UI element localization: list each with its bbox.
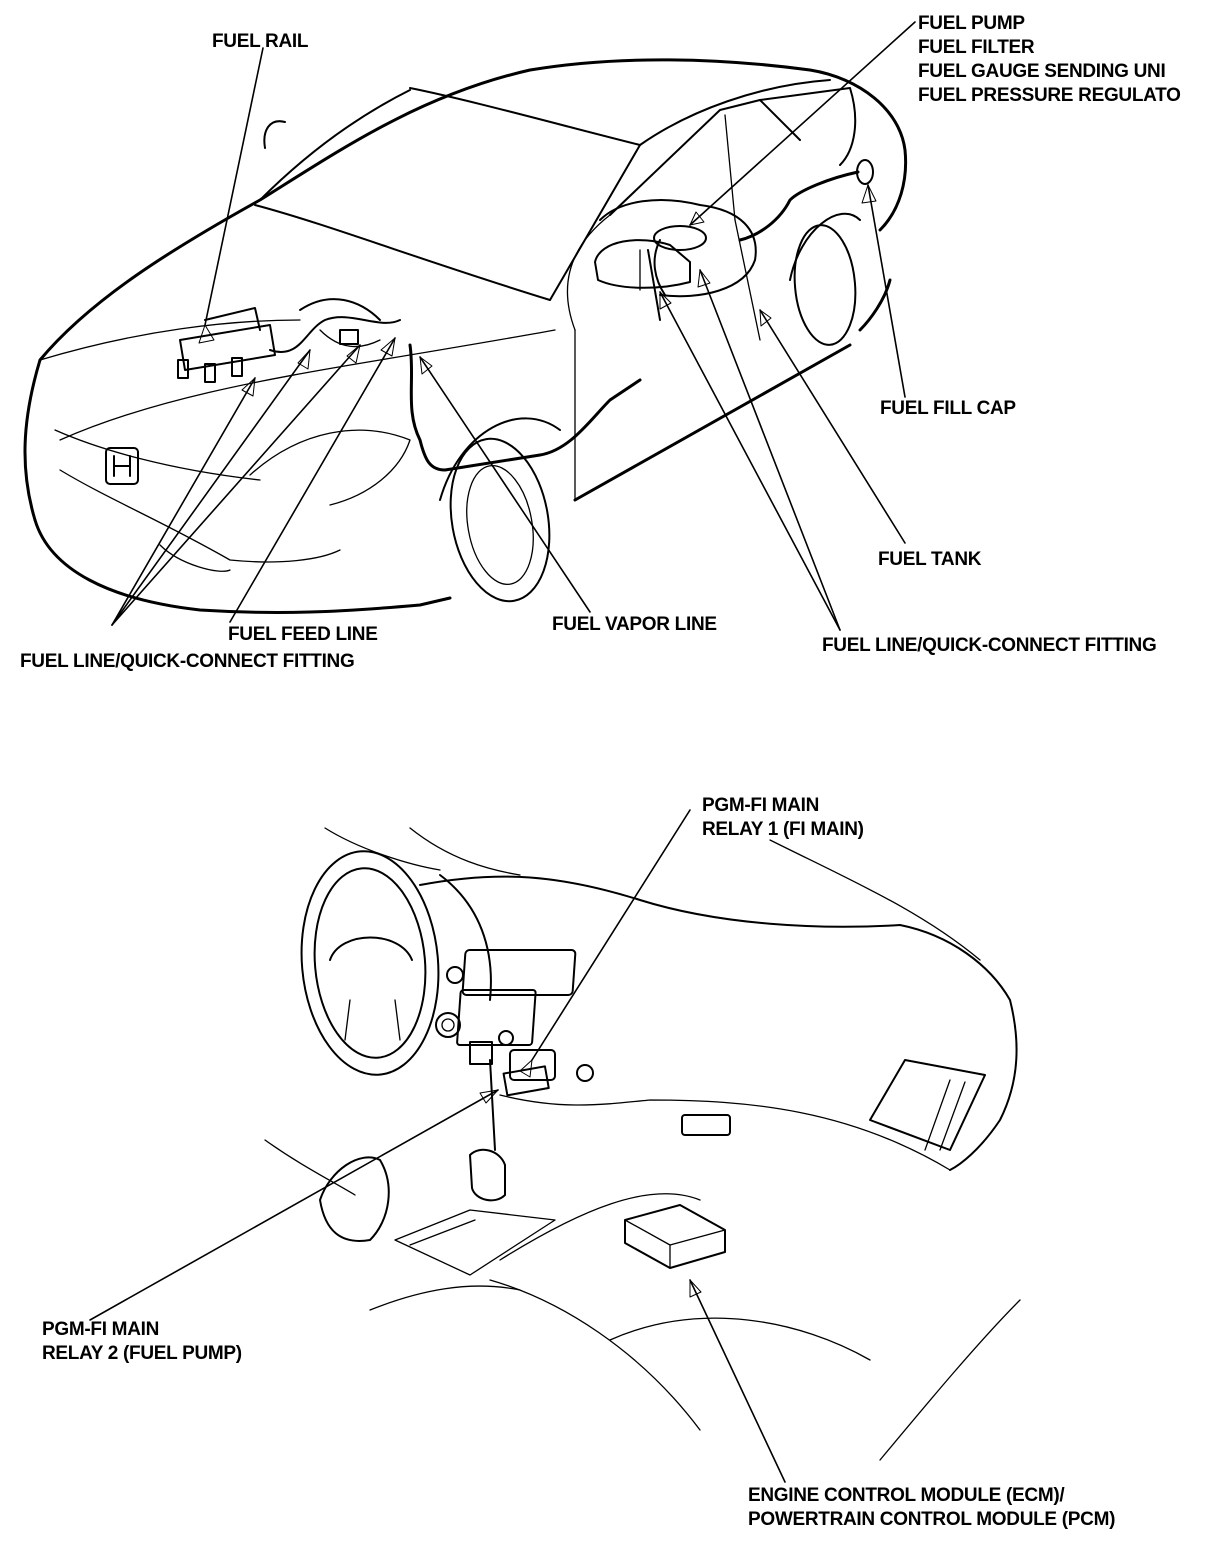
label-fuel-vapor-line: FUEL VAPOR LINE: [552, 614, 717, 635]
fuel-system: [177, 170, 860, 472]
label-pump-group: FUEL PUMP FUEL FILTER FUEL GAUGE SENDING…: [918, 12, 1181, 108]
label-fuel-line-quick-connect-right: FUEL LINE/QUICK-CONNECT FITTING: [822, 635, 1157, 656]
label-relay-2-line1: PGM-FI MAIN: [42, 1319, 160, 1340]
label-fuel-filter: FUEL FILTER: [918, 37, 1035, 58]
car-illustration: [23, 58, 908, 614]
label-fuel-tank: FUEL TANK: [878, 549, 982, 570]
leader-arrowheads: [198, 184, 877, 1298]
label-relay-1-line2: RELAY 1 (FI MAIN): [702, 819, 864, 840]
dashboard-illustration: [264, 827, 1021, 1461]
label-relay-2-line2: RELAY 2 (FUEL PUMP): [42, 1343, 242, 1364]
label-fuel-line-quick-connect-left: FUEL LINE/QUICK-CONNECT FITTING: [20, 651, 355, 672]
label-fuel-pump: FUEL PUMP: [918, 13, 1025, 34]
label-fuel-gauge-sending-unit: FUEL GAUGE SENDING UNI: [918, 61, 1166, 82]
label-fuel-pressure-regulator: FUEL PRESSURE REGULATO: [918, 85, 1181, 106]
label-relay-1: PGM-FI MAIN RELAY 1 (FI MAIN): [702, 794, 864, 842]
leader-lines: [89, 21, 916, 1483]
label-fuel-rail: FUEL RAIL: [212, 31, 309, 52]
label-relay-2: PGM-FI MAIN RELAY 2 (FUEL PUMP): [42, 1318, 242, 1366]
label-relay-1-line1: PGM-FI MAIN: [702, 795, 820, 816]
label-fuel-feed-line: FUEL FEED LINE: [228, 624, 378, 645]
label-ecm-line2: POWERTRAIN CONTROL MODULE (PCM): [748, 1509, 1116, 1530]
label-ecm-pcm: ENGINE CONTROL MODULE (ECM)/ POWERTRAIN …: [748, 1484, 1115, 1532]
label-fuel-fill-cap: FUEL FILL CAP: [880, 398, 1016, 419]
label-ecm-line1: ENGINE CONTROL MODULE (ECM)/: [748, 1485, 1065, 1506]
honda-emblem-icon: [105, 447, 139, 485]
